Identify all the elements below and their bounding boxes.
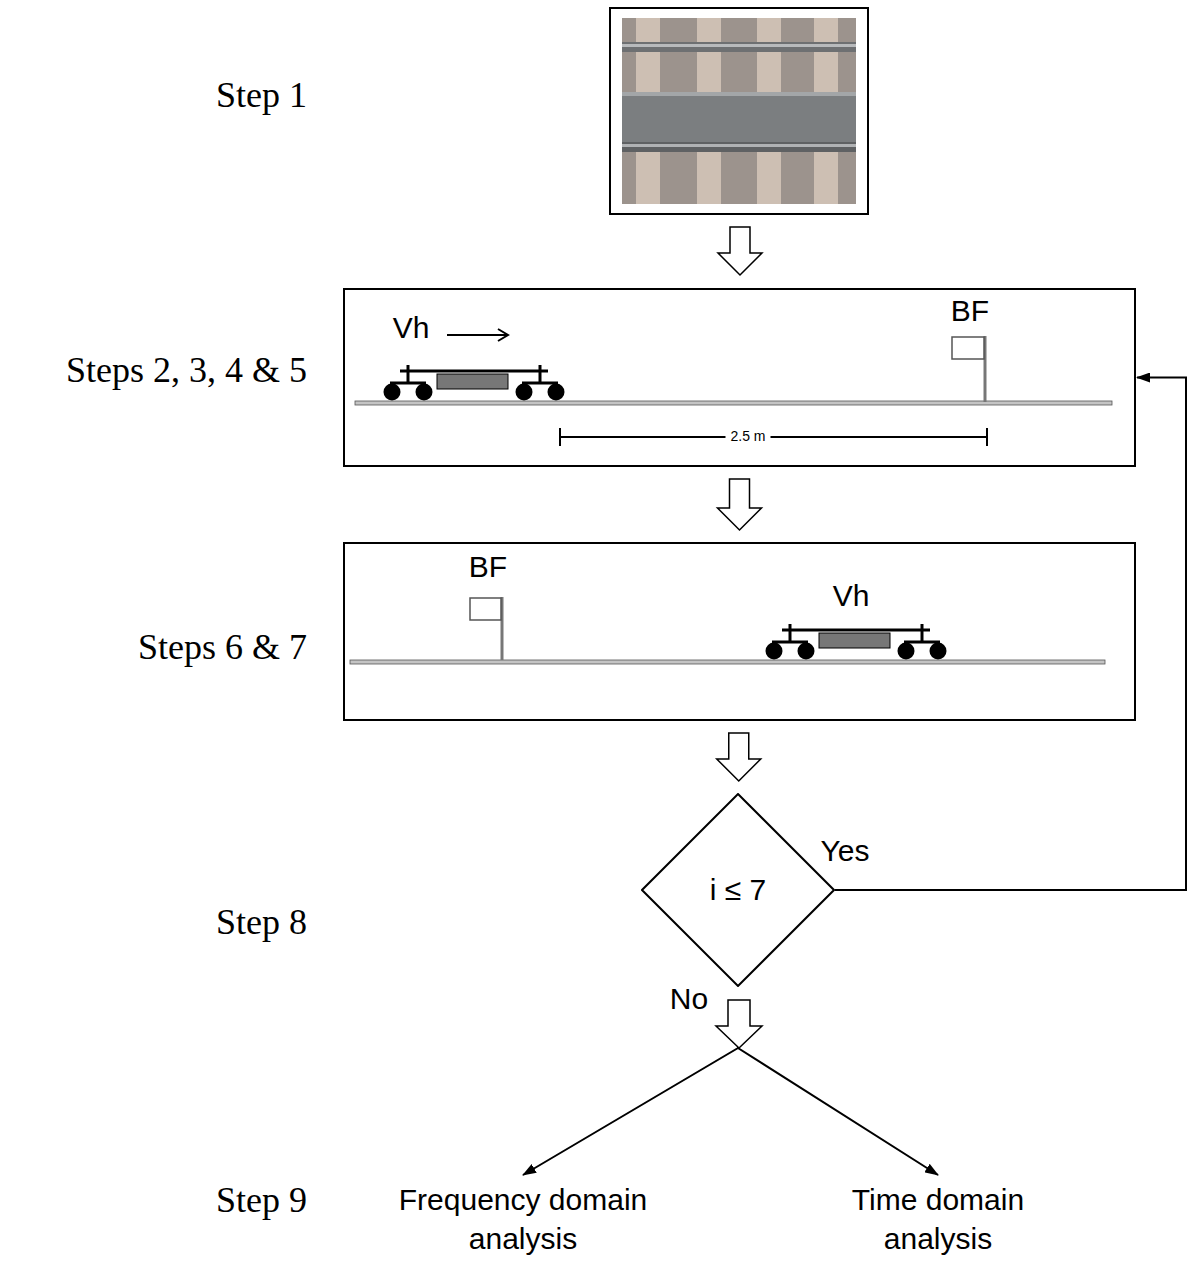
vehicle bbox=[384, 365, 565, 401]
result-node: Frequency domain analysis bbox=[368, 1180, 678, 1260]
part-label: BF bbox=[469, 550, 507, 583]
slab-edge bbox=[622, 92, 856, 96]
edge-label: No bbox=[667, 982, 711, 1015]
decision-diamond: i ≤ 7 bbox=[641, 793, 835, 987]
part-label: BF bbox=[951, 294, 989, 327]
branch-arrow bbox=[523, 1000, 738, 1175]
rail-highlight bbox=[622, 144, 856, 147]
photo-ground bbox=[622, 18, 856, 204]
vehicle bbox=[766, 624, 947, 660]
node-text: Frequency domain analysis bbox=[368, 1180, 678, 1258]
vh-direction-arrow bbox=[447, 329, 508, 341]
step-label: Step 1 bbox=[216, 74, 307, 116]
rail-line bbox=[350, 660, 1105, 664]
rail-line bbox=[355, 401, 1112, 405]
bf-flag bbox=[952, 336, 985, 402]
flow-arrow bbox=[718, 227, 762, 275]
flow-arrow bbox=[718, 479, 762, 530]
rail bbox=[622, 142, 856, 152]
result-node: Time domain analysis bbox=[823, 1180, 1053, 1260]
loop-back-line bbox=[835, 378, 1186, 891]
process-box: Vh BF 2.5 m bbox=[343, 288, 1136, 467]
dimension-label: 2.5 m bbox=[725, 429, 770, 444]
flow-arrow bbox=[716, 1000, 762, 1048]
branch-arrow bbox=[738, 1000, 938, 1175]
track-slab bbox=[622, 92, 856, 142]
photo-frame bbox=[610, 8, 868, 214]
process-box: BF Vh bbox=[343, 542, 1136, 721]
step-label: Step 8 bbox=[216, 901, 307, 943]
step-label: Steps 2, 3, 4 & 5 bbox=[66, 349, 307, 391]
diamond-shape bbox=[642, 794, 834, 986]
rail bbox=[622, 42, 856, 52]
step-label: Steps 6 & 7 bbox=[138, 626, 307, 668]
dimension-line bbox=[560, 428, 987, 446]
track-photo bbox=[610, 8, 868, 214]
node-text: i ≤ 7 bbox=[710, 873, 766, 907]
flow-arrow bbox=[717, 733, 761, 781]
part-label: Vh bbox=[393, 311, 430, 344]
rail-highlight bbox=[622, 44, 856, 47]
edge-label: Yes bbox=[818, 834, 873, 867]
step-label: Step 9 bbox=[216, 1179, 307, 1221]
node-text: Time domain analysis bbox=[823, 1180, 1053, 1258]
bf-flag bbox=[470, 597, 502, 660]
part-label: Vh bbox=[833, 579, 870, 612]
